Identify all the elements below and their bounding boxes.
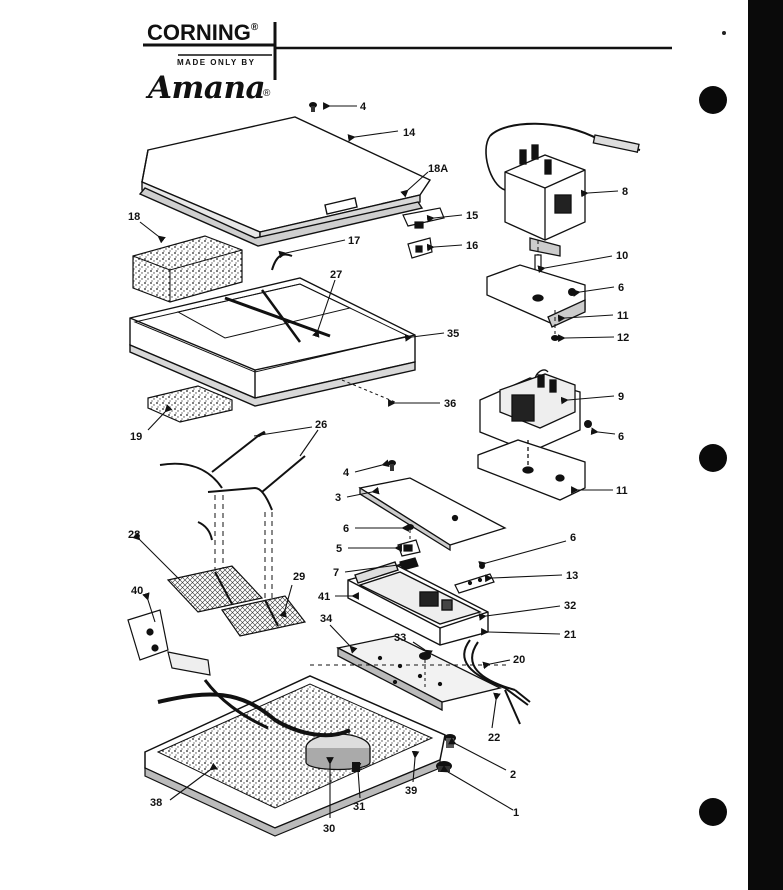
callout-36: 36 <box>444 398 456 410</box>
clip-part-5 <box>397 539 421 557</box>
callout-1: 1 <box>513 807 519 819</box>
callout-14: 14 <box>403 127 416 139</box>
pad-part-19 <box>147 385 233 423</box>
callout-labels: 4 14 18A 8 18 15 16 17 10 27 6 11 35 12 … <box>128 101 629 835</box>
bracket-part-15 <box>402 207 445 229</box>
callout-2: 2 <box>510 769 516 781</box>
speck-mark <box>722 31 726 35</box>
callout-31: 31 <box>353 801 365 813</box>
dashed-leader-36 <box>341 379 396 403</box>
power-cord-second <box>203 679 269 730</box>
foot-part-1 <box>436 761 452 772</box>
bracket-part-13 <box>454 573 495 594</box>
callout-11-lower: 11 <box>616 485 628 497</box>
mount-bracket-part-11-upper <box>486 264 586 328</box>
washer-part-6-upper <box>568 288 576 296</box>
made-only-by-text: MADE ONLY BY <box>177 58 256 67</box>
callout-15: 15 <box>466 210 478 222</box>
callout-39: 39 <box>405 785 417 797</box>
callout-6-center: 6 <box>343 523 349 535</box>
mount-bracket-part-11-lower <box>477 439 586 501</box>
washer-part-6-lower <box>584 420 592 428</box>
callout-21: 21 <box>564 629 576 641</box>
callout-22: 22 <box>488 732 500 744</box>
callout-29: 29 <box>293 571 305 583</box>
callout-28: 28 <box>128 529 140 541</box>
callout-33: 33 <box>394 632 406 644</box>
callout-30: 30 <box>323 823 335 835</box>
callout-10: 10 <box>616 250 628 262</box>
leader-lines <box>132 102 619 818</box>
binder-hole-bottom <box>699 798 727 826</box>
base-pan-part-39 <box>144 675 446 837</box>
callout-8: 8 <box>622 186 628 198</box>
callout-11-upper: 11 <box>617 310 629 322</box>
amana-logo: Amana <box>148 70 266 106</box>
corning-logo: CORNING® <box>147 20 259 45</box>
relay-part-9 <box>479 369 581 453</box>
plate-part-3 <box>358 477 507 552</box>
spacer-part-2 <box>444 734 456 748</box>
relay-part-8 <box>485 122 641 257</box>
amana-registered-mark: ® <box>263 88 271 99</box>
screw-part-4-top <box>309 102 317 112</box>
callout-34: 34 <box>320 613 333 625</box>
callout-6-upper: 6 <box>618 282 624 294</box>
callout-18a: 18A <box>428 163 448 175</box>
callout-7: 7 <box>333 567 339 579</box>
callout-13: 13 <box>566 570 578 582</box>
callout-4-lower: 4 <box>343 467 350 479</box>
top-cover-part-14 <box>138 116 432 247</box>
element-part-28 <box>166 565 264 613</box>
callout-18: 18 <box>128 211 140 223</box>
foam-pad-part-18 <box>132 235 243 303</box>
callout-16: 16 <box>466 240 478 252</box>
callout-38: 38 <box>150 797 162 809</box>
callout-5: 5 <box>336 543 342 555</box>
element-part-29 <box>220 595 307 637</box>
dashed-guides-26 <box>214 495 273 600</box>
callout-6-lower: 6 <box>618 431 624 443</box>
callout-17: 17 <box>348 235 360 247</box>
wire-harness-parts-20-21-22 <box>463 639 531 725</box>
binder-hole-top <box>699 86 727 114</box>
foot-part-31 <box>352 762 360 772</box>
callout-9: 9 <box>618 391 624 403</box>
callout-40: 40 <box>131 585 143 597</box>
callout-32: 32 <box>564 600 576 612</box>
wire-supports-part-26 <box>159 430 306 511</box>
callout-41: 41 <box>318 591 330 603</box>
circuit-board-part-34 <box>336 635 502 712</box>
screw-part-12 <box>551 310 559 341</box>
wire-part-17 <box>271 253 293 271</box>
control-housing-part-32 <box>347 561 489 646</box>
callout-4-top: 4 <box>360 101 367 113</box>
washer-part-6-right <box>479 563 485 569</box>
frame-part-35 <box>129 277 416 407</box>
binding-edge-strip <box>748 0 783 890</box>
callout-19: 19 <box>130 431 142 443</box>
power-cord <box>157 692 351 738</box>
clip-wire <box>197 521 213 541</box>
callout-35: 35 <box>447 328 459 340</box>
callout-6-right: 6 <box>570 532 576 544</box>
screw-part-4-lower <box>388 460 396 471</box>
bracket-part-16 <box>407 237 433 259</box>
callout-20: 20 <box>513 654 525 666</box>
header-rules <box>143 22 672 80</box>
callout-12: 12 <box>617 332 629 344</box>
callout-27: 27 <box>330 269 342 281</box>
callout-26: 26 <box>315 419 327 431</box>
disc-part-30 <box>305 733 371 771</box>
switch-part-40 <box>127 609 211 676</box>
binder-hole-middle <box>699 444 727 472</box>
callout-3: 3 <box>335 492 341 504</box>
